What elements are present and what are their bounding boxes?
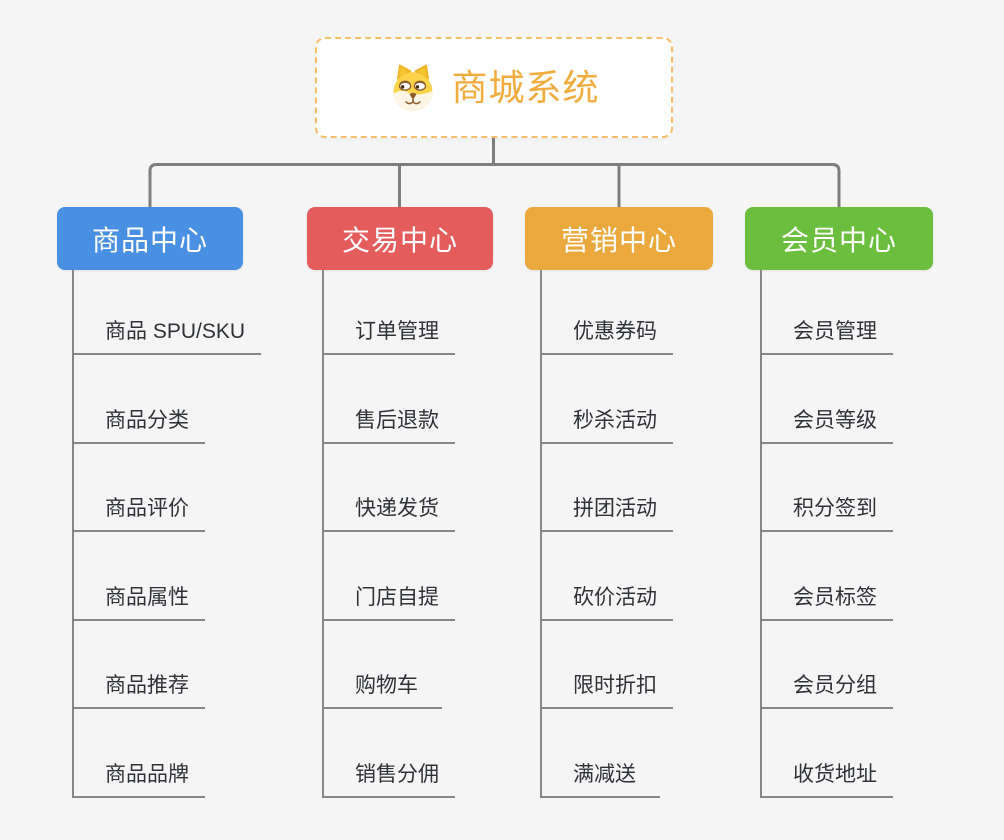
branch-item-label: 商品 SPU/SKU bbox=[105, 320, 246, 343]
branch-connector-line bbox=[760, 270, 762, 798]
branch-items: 优惠券码 秒杀活动 拼团活动 砍价活动 限时折扣 满减送 bbox=[540, 270, 673, 798]
branch-item-label: 限时折扣 bbox=[573, 674, 657, 698]
branch-item[interactable]: 积分签到 bbox=[760, 444, 893, 533]
branch-column: 交易中心 订单管理 售后退款 快递发货 门店自提 购物车 销售分佣 bbox=[307, 207, 493, 798]
branch-item[interactable]: 会员标签 bbox=[760, 532, 893, 621]
branch-item[interactable]: 商品分类 bbox=[72, 355, 205, 444]
branch-item-label: 收货地址 bbox=[793, 762, 877, 786]
branch-connector-line bbox=[72, 270, 74, 798]
branch-header[interactable]: 交易中心 bbox=[307, 207, 493, 270]
branch-item-label: 商品评价 bbox=[105, 497, 189, 521]
branch-item[interactable]: 收货地址 bbox=[760, 709, 893, 798]
branch-items: 会员管理 会员等级 积分签到 会员标签 会员分组 收货地址 bbox=[760, 270, 893, 798]
branch-item-label: 商品分类 bbox=[105, 408, 189, 432]
branch-item[interactable]: 商品属性 bbox=[72, 532, 205, 621]
branch-item-label: 购物车 bbox=[355, 674, 418, 698]
branch-column: 会员中心 会员管理 会员等级 积分签到 会员标签 会员分组 收货地址 bbox=[745, 207, 933, 798]
branch-item-label: 门店自提 bbox=[355, 585, 439, 609]
root-title: 商城系统 bbox=[451, 66, 600, 108]
branch-item[interactable]: 商品推荐 bbox=[72, 621, 205, 710]
branch-header[interactable]: 会员中心 bbox=[745, 207, 933, 270]
branch-item-label: 商品推荐 bbox=[105, 674, 189, 698]
root-node[interactable]: 商城系统 bbox=[315, 37, 673, 138]
branch-item-label: 拼团活动 bbox=[573, 497, 657, 521]
branch-label: 交易中心 bbox=[341, 224, 458, 256]
branch-label: 营销中心 bbox=[560, 224, 677, 256]
branch-item-label: 商品品牌 bbox=[105, 762, 189, 786]
branch-item[interactable]: 满减送 bbox=[540, 709, 660, 798]
branch-item-label: 售后退款 bbox=[355, 408, 439, 432]
branch-item-label: 订单管理 bbox=[355, 320, 439, 343]
branch-item[interactable]: 门店自提 bbox=[322, 532, 455, 621]
branch-item-label: 会员等级 bbox=[793, 408, 877, 432]
branch-item[interactable]: 购物车 bbox=[322, 621, 442, 710]
branch-item[interactable]: 售后退款 bbox=[322, 355, 455, 444]
branch-item[interactable]: 订单管理 bbox=[322, 270, 455, 355]
branch-item-label: 满减送 bbox=[573, 762, 636, 786]
branch-item[interactable]: 商品品牌 bbox=[72, 709, 205, 798]
branch-item[interactable]: 会员管理 bbox=[760, 270, 893, 355]
branch-item-label: 快递发货 bbox=[355, 497, 439, 521]
branch-item-label: 会员分组 bbox=[793, 674, 877, 698]
branch-item[interactable]: 秒杀活动 bbox=[540, 355, 673, 444]
branch-item-label: 销售分佣 bbox=[355, 762, 439, 786]
branch-item-label: 秒杀活动 bbox=[573, 408, 657, 432]
branch-item[interactable]: 销售分佣 bbox=[322, 709, 455, 798]
branch-item[interactable]: 限时折扣 bbox=[540, 621, 673, 710]
branch-item-label: 砍价活动 bbox=[573, 585, 657, 609]
branch-item-label: 会员管理 bbox=[793, 320, 877, 343]
branch-label: 商品中心 bbox=[91, 224, 208, 256]
branch-item[interactable]: 会员等级 bbox=[760, 355, 893, 444]
branch-item-label: 商品属性 bbox=[105, 585, 189, 609]
branch-header[interactable]: 营销中心 bbox=[525, 207, 713, 270]
branch-item[interactable]: 快递发货 bbox=[322, 444, 455, 533]
branch-item[interactable]: 砍价活动 bbox=[540, 532, 673, 621]
branch-items: 订单管理 售后退款 快递发货 门店自提 购物车 销售分佣 bbox=[322, 270, 455, 798]
branch-connector-line bbox=[540, 270, 542, 798]
dog-face-icon bbox=[394, 64, 433, 111]
branch-label: 会员中心 bbox=[780, 224, 897, 256]
branch-item[interactable]: 会员分组 bbox=[760, 621, 893, 710]
branch-header[interactable]: 商品中心 bbox=[57, 207, 243, 270]
branch-item[interactable]: 优惠券码 bbox=[540, 270, 673, 355]
branch-items: 商品 SPU/SKU 商品分类 商品评价 商品属性 商品推荐 商品品牌 bbox=[72, 270, 262, 798]
branch-item[interactable]: 商品评价 bbox=[72, 444, 205, 533]
branch-item-label: 积分签到 bbox=[793, 497, 877, 521]
branch-column: 商品中心 商品 SPU/SKU 商品分类 商品评价 商品属性 商品推荐 商品品牌 bbox=[57, 207, 262, 798]
branch-connector-line bbox=[322, 270, 324, 798]
branch-item-label: 会员标签 bbox=[793, 585, 877, 609]
branch-column: 营销中心 优惠券码 秒杀活动 拼团活动 砍价活动 限时折扣 满减送 bbox=[525, 207, 713, 798]
branch-item[interactable]: 商品 SPU/SKU bbox=[72, 270, 262, 355]
branch-item-label: 优惠券码 bbox=[573, 320, 657, 343]
branch-item[interactable]: 拼团活动 bbox=[540, 444, 673, 533]
